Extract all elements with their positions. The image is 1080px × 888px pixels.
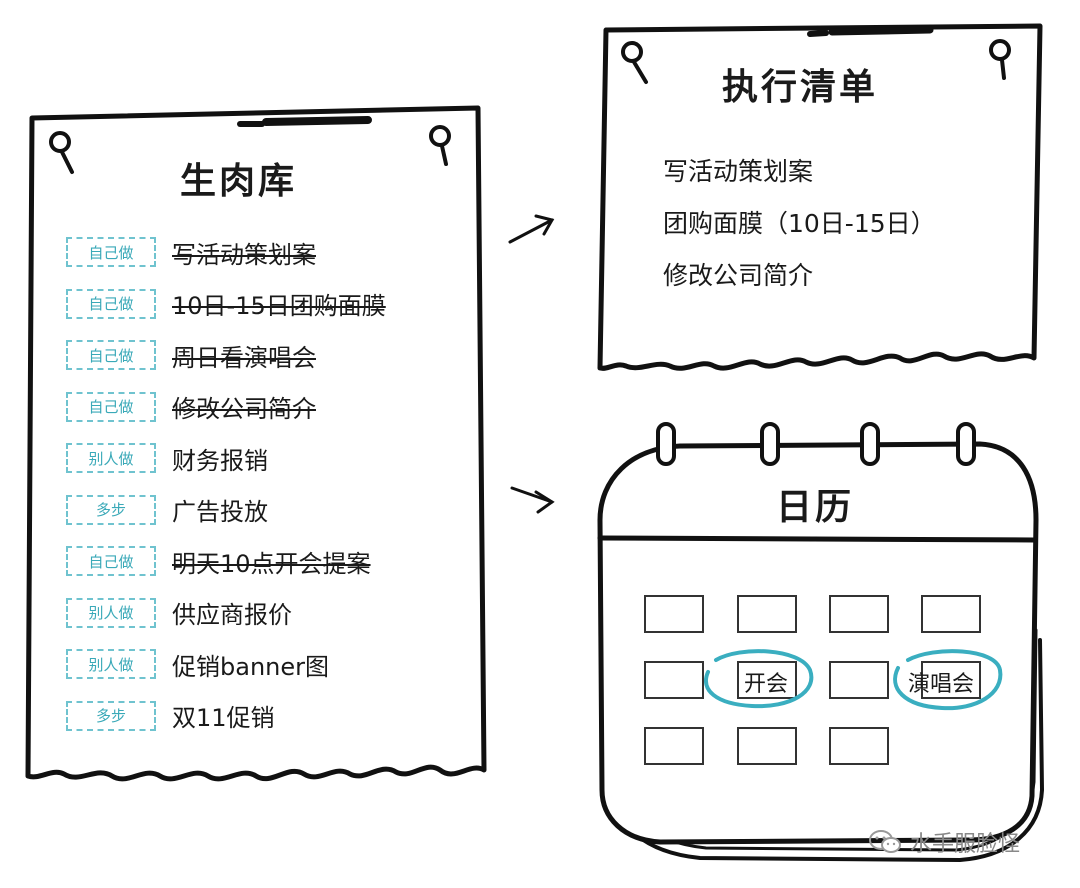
list-item: 多步双11促销 — [66, 698, 275, 734]
owner-tag: 自己做 — [66, 340, 156, 370]
task-text: 10日-15日团购面膜 — [172, 292, 386, 320]
owner-tag: 自己做 — [66, 391, 156, 422]
owner-tag: 别人做 — [66, 597, 156, 628]
list-item: 自己做周日看演唱会 — [66, 337, 316, 373]
wechat-icon — [869, 830, 901, 853]
task-text: 双11促销 — [172, 704, 275, 732]
owner-tag: 自己做 — [66, 288, 156, 319]
exec-list-item: 写活动策划案 — [663, 157, 814, 186]
exec-list-item: 修改公司简介 — [663, 261, 814, 290]
task-text: 财务报销 — [172, 446, 268, 475]
calendar-event-meeting: 开会 — [744, 672, 789, 697]
task-text: 供应商报价 — [172, 601, 292, 629]
pin-icon — [621, 39, 1011, 84]
raw-library-card-frame — [25, 105, 487, 782]
owner-tag: 自己做 — [66, 546, 156, 576]
calendar-title: 日历 — [776, 487, 855, 528]
list-item: 别人做促销banner图 — [66, 646, 329, 682]
watermark: 水手服脸怪 — [868, 826, 1020, 858]
list-item: 别人做供应商报价 — [66, 595, 292, 631]
raw-library-title: 生肉库 — [180, 161, 298, 202]
calendar-grid — [644, 595, 981, 765]
list-item: 自己做修改公司简介 — [66, 389, 316, 425]
arrow-icon — [508, 214, 555, 514]
task-text: 明天10点开会提案 — [172, 549, 371, 578]
event-highlight-circle — [704, 649, 1003, 711]
task-text: 写活动策划案 — [172, 240, 316, 269]
watermark-text: 水手服脸怪 — [910, 832, 1021, 857]
task-text: 修改公司简介 — [172, 395, 316, 423]
owner-tag: 多步 — [66, 494, 156, 525]
list-item: 自己做 10日-15日团购面膜 — [66, 286, 386, 322]
task-text: 广告投放 — [172, 498, 268, 526]
list-item: 别人做财务报销 — [66, 440, 268, 476]
owner-tag: 多步 — [66, 700, 156, 731]
task-text: 促销banner图 — [172, 652, 329, 681]
calendar-ring-icon — [656, 422, 976, 466]
calendar-event-concert: 演唱会 — [908, 672, 975, 697]
calendar-frame — [597, 441, 1044, 862]
exec-card-frame — [597, 23, 1043, 371]
owner-tag: 别人做 — [66, 443, 156, 473]
list-item: 多步广告投放 — [66, 492, 268, 528]
list-item: 自己做明天10点开会提案 — [66, 543, 371, 579]
exec-list-item: 团购面膜（10日-15日） — [663, 209, 936, 238]
owner-tag: 别人做 — [66, 649, 156, 679]
exec-list-title: 执行清单 — [722, 67, 879, 108]
owner-tag: 自己做 — [66, 237, 156, 267]
list-item: 自己做写活动策划案 — [66, 234, 316, 270]
task-text: 周日看演唱会 — [172, 343, 316, 372]
pin-icon — [49, 125, 451, 174]
